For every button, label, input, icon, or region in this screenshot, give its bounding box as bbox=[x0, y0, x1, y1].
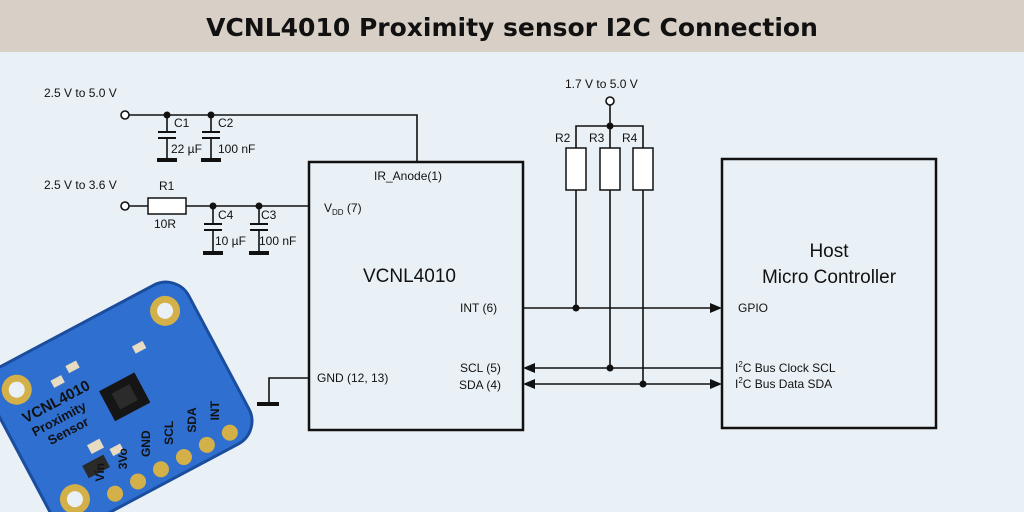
schematic-diagram: 2.5 V to 5.0 V C1 22 µF C2 100 nF bbox=[0, 77, 938, 512]
c3-value: 100 nF bbox=[259, 234, 296, 248]
pin-label-sda: SDA bbox=[185, 407, 199, 433]
pin-vdd-num: (7) bbox=[344, 201, 362, 215]
c3-ref: C3 bbox=[261, 208, 277, 222]
ground-symbol bbox=[249, 251, 269, 255]
c1-value: 22 µF bbox=[171, 142, 202, 156]
pin-label-scl: SCL bbox=[162, 421, 176, 445]
regulator bbox=[82, 454, 110, 479]
sensor-window bbox=[111, 384, 138, 410]
header-pad bbox=[175, 449, 192, 466]
int-line bbox=[523, 303, 722, 313]
host-pin-sda-prefix: I bbox=[735, 377, 738, 391]
resistor-r4 bbox=[632, 147, 654, 191]
header-pad bbox=[107, 485, 124, 502]
main-supply-net: 2.5 V to 5.0 V bbox=[44, 86, 418, 162]
scl-line bbox=[523, 363, 722, 373]
pin-sda: SDA (4) bbox=[459, 378, 501, 392]
smd-part bbox=[109, 443, 124, 457]
host-pin-scl: I2C Bus Clock SCL bbox=[735, 360, 836, 375]
main-supply-label: 2.5 V to 5.0 V bbox=[44, 86, 117, 100]
mounting-hole-center bbox=[66, 491, 83, 508]
pin-label-int: INT bbox=[208, 400, 222, 420]
ground-symbol bbox=[201, 158, 221, 162]
c1-ref: C1 bbox=[174, 116, 190, 130]
resistor-r3 bbox=[599, 147, 621, 191]
pin-label-gnd: GND bbox=[139, 430, 153, 457]
pin-label-vin: Vin bbox=[93, 463, 107, 481]
host-pin-sda-sup: 2 bbox=[738, 376, 743, 385]
c4-value: 10 µF bbox=[215, 234, 246, 248]
pin-scl: SCL (5) bbox=[460, 361, 501, 375]
header-pad bbox=[130, 473, 147, 490]
header-pads bbox=[107, 424, 238, 502]
header-pad bbox=[221, 424, 238, 441]
host-pin-scl-sup: 2 bbox=[738, 360, 743, 369]
r1-ref: R1 bbox=[159, 179, 175, 193]
r4-ref: R4 bbox=[622, 131, 638, 145]
sda-line bbox=[523, 379, 722, 389]
host-title-line1: Host bbox=[809, 241, 849, 262]
arrow-head bbox=[710, 379, 722, 389]
r1-value: 10R bbox=[154, 217, 176, 231]
pin-vdd-sub: DD bbox=[332, 208, 344, 217]
main-supply-wire bbox=[129, 114, 418, 162]
ground-symbol bbox=[257, 402, 279, 406]
header-pad bbox=[152, 461, 169, 478]
arrow-head bbox=[710, 303, 722, 313]
host-microcontroller: Host Micro Controller GPIO I2C Bus Clock… bbox=[720, 157, 938, 430]
capacitor-c1: C1 22 µF bbox=[157, 115, 202, 162]
smd-part bbox=[87, 438, 105, 455]
pin-labels: Vin 3Vo GND SCL SDA INT bbox=[93, 400, 222, 481]
wire bbox=[268, 377, 309, 402]
capacitor-c2: C2 100 nF bbox=[201, 115, 255, 162]
chip-name: VCNL4010 bbox=[363, 266, 456, 287]
pullup-supply-label: 1.7 V to 5.0 V bbox=[565, 77, 638, 91]
host-body bbox=[720, 157, 938, 430]
smd-part bbox=[65, 360, 80, 374]
vdd-supply-label: 2.5 V to 3.6 V bbox=[44, 178, 117, 192]
r3-ref: R3 bbox=[589, 131, 605, 145]
pin-ir-anode: IR_Anode(1) bbox=[374, 169, 442, 183]
vcnl4010-chip: IR_Anode(1) VDD (7) VCNL4010 INT (6) SCL… bbox=[307, 160, 525, 432]
capacitor-c4: C4 10 µF bbox=[203, 206, 246, 255]
pin-vdd-main: V bbox=[324, 201, 332, 215]
host-title-line2: Micro Controller bbox=[762, 267, 897, 288]
pullup-supply-terminal bbox=[605, 96, 615, 106]
host-pin-scl-prefix: I bbox=[735, 361, 738, 375]
resistor-r2 bbox=[565, 147, 587, 191]
resistor-r1 bbox=[147, 197, 187, 215]
smd-part bbox=[50, 375, 65, 388]
c2-ref: C2 bbox=[218, 116, 234, 130]
header-pad bbox=[198, 436, 215, 453]
arrow-head bbox=[523, 363, 535, 373]
smd-part bbox=[131, 340, 147, 354]
breakout-board-photo: VCNL4010 Proximity Sensor Vin 3Vo GND SC… bbox=[0, 280, 254, 512]
host-pin-scl-rest: C Bus Clock SCL bbox=[743, 361, 836, 375]
pullup-network: 1.7 V to 5.0 V R2 R3 R4 bbox=[555, 77, 654, 388]
r2-ref: R2 bbox=[555, 131, 571, 145]
pin-label-3vo: 3Vo bbox=[116, 448, 130, 469]
page-title: VCNL4010 Proximity sensor I2C Connection bbox=[206, 13, 818, 42]
mounting-hole-center bbox=[157, 302, 174, 319]
pin-int: INT (6) bbox=[460, 301, 497, 315]
chip-ground-net bbox=[257, 377, 309, 406]
ground-symbol bbox=[203, 251, 223, 255]
c4-ref: C4 bbox=[218, 208, 234, 222]
host-pin-gpio: GPIO bbox=[738, 301, 768, 315]
ground-symbol bbox=[157, 158, 177, 162]
main-supply-terminal bbox=[120, 110, 130, 120]
host-pin-sda-rest: C Bus Data SDA bbox=[743, 377, 832, 391]
title-bar bbox=[0, 0, 1024, 52]
pin-vdd: VDD (7) bbox=[324, 201, 362, 217]
vdd-supply-terminal bbox=[120, 201, 130, 211]
c2-value: 100 nF bbox=[218, 142, 255, 156]
pin-gnd: GND (12, 13) bbox=[317, 371, 388, 385]
arrow-head bbox=[523, 379, 535, 389]
host-pin-sda: I2C Bus Data SDA bbox=[735, 376, 832, 391]
chip-body bbox=[307, 160, 525, 432]
capacitor-c3: C3 100 nF bbox=[249, 206, 296, 255]
vdd-supply-net: 2.5 V to 3.6 V R1 10R bbox=[44, 178, 309, 231]
mounting-hole-center bbox=[8, 381, 25, 398]
